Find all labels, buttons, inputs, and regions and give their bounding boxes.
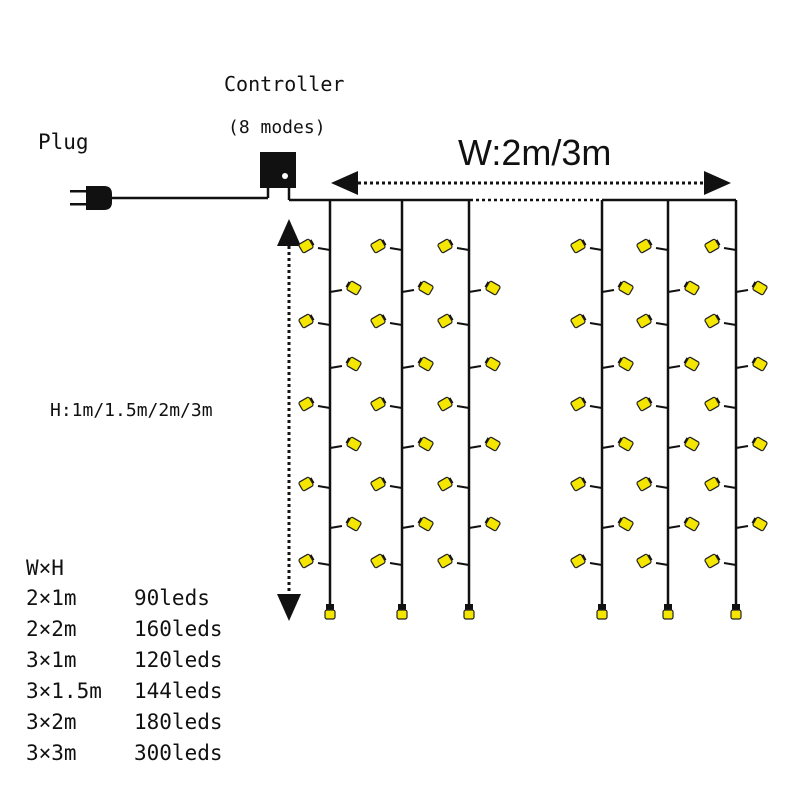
led-bulb-icon	[636, 238, 669, 254]
led-bulb-icon	[329, 436, 362, 452]
size-row: 2×1m 90leds	[26, 583, 223, 614]
led-bulb-icon	[735, 280, 768, 296]
end-bulb-icon	[463, 604, 475, 620]
controller-box	[260, 152, 296, 188]
plug-icon	[70, 186, 112, 210]
led-bulb-icon	[636, 396, 669, 412]
led-bulb-icon	[401, 436, 434, 452]
led-bulb-icon	[667, 436, 700, 452]
led-bulb-icon	[298, 553, 331, 569]
led-bulb-icon	[329, 280, 362, 296]
led-count: 120leds	[134, 648, 223, 672]
led-bulb-icon	[704, 313, 737, 329]
led-bulb-icon	[704, 238, 737, 254]
led-bulb-icon	[437, 553, 470, 569]
led-bulb-icon	[704, 476, 737, 492]
led-bulb-icon	[636, 553, 669, 569]
led-bulb-icon	[735, 356, 768, 372]
led-bulb-icon	[667, 280, 700, 296]
led-bulb-icon	[570, 476, 603, 492]
controller-modes-label: (8 modes)	[228, 117, 326, 138]
end-bulb-icon	[662, 604, 674, 620]
size-row: 3×3m 300leds	[26, 738, 223, 769]
led-bulb-icon	[636, 476, 669, 492]
led-bulb-icon	[329, 516, 362, 532]
led-bulb-icon	[735, 516, 768, 532]
led-bulb-icon	[704, 396, 737, 412]
led-bulb-icon	[570, 313, 603, 329]
led-count: 90leds	[134, 586, 210, 610]
led-count: 144leds	[134, 679, 223, 703]
led-bulb-icon	[370, 553, 403, 569]
led-bulb-icon	[468, 516, 501, 532]
led-bulb-icon	[370, 313, 403, 329]
led-bulb-icon	[437, 476, 470, 492]
led-bulb-icon	[298, 396, 331, 412]
led-bulb-icon	[370, 238, 403, 254]
led-bulb-icon	[468, 280, 501, 296]
size-table-header: W×H	[26, 556, 64, 580]
led-bulb-icon	[370, 396, 403, 412]
led-bulb-icon	[601, 356, 634, 372]
led-bulb-icon	[468, 356, 501, 372]
end-bulb-icon	[596, 604, 608, 620]
led-bulb-icon	[570, 238, 603, 254]
led-count: 160leds	[134, 617, 223, 641]
size-row: 3×2m 180leds	[26, 707, 223, 738]
led-bulb-icon	[601, 280, 634, 296]
led-bulb-icon	[570, 396, 603, 412]
led-bulb-icon	[437, 238, 470, 254]
size-row: 2×2m 160leds	[26, 614, 223, 645]
size-value: 3×2m	[26, 710, 77, 734]
height-label: H:1m/1.5m/2m/3m	[50, 400, 213, 421]
led-bulb-icon	[667, 516, 700, 532]
led-bulb-icon	[601, 516, 634, 532]
size-value: 3×1.5m	[26, 679, 102, 703]
led-bulb-icon	[401, 356, 434, 372]
led-bulb-icon	[370, 476, 403, 492]
led-bulb-icon	[401, 280, 434, 296]
size-row: 3×1.5m 144leds	[26, 676, 223, 707]
end-bulb-icon	[730, 604, 742, 620]
led-bulb-icon	[570, 553, 603, 569]
controller-label: Controller	[224, 72, 345, 96]
led-bulb-icon	[401, 516, 434, 532]
plug-label: Plug	[38, 130, 89, 154]
led-bulb-icon	[329, 356, 362, 372]
size-value: 3×3m	[26, 741, 77, 765]
size-row: 3×1m 120leds	[26, 645, 223, 676]
led-bulb-icon	[636, 313, 669, 329]
led-bulb-icon	[298, 238, 331, 254]
led-bulb-icon	[667, 356, 700, 372]
led-count: 300leds	[134, 741, 223, 765]
led-bulb-icon	[298, 313, 331, 329]
led-bulb-icon	[298, 476, 331, 492]
led-bulb-icon	[601, 436, 634, 452]
led-bulb-icon	[704, 553, 737, 569]
size-value: 2×1m	[26, 586, 77, 610]
end-bulb-icon	[396, 604, 408, 620]
led-bulb-icon	[468, 436, 501, 452]
end-bulb-icon	[324, 604, 336, 620]
led-bulb-icon	[735, 436, 768, 452]
size-value: 3×1m	[26, 648, 77, 672]
width-label: W:2m/3m	[458, 132, 612, 173]
led-count: 180leds	[134, 710, 223, 734]
led-bulb-icon	[437, 313, 470, 329]
size-table: W×H 2×1m 90leds 2×2m 160leds 3×1m 120led…	[26, 553, 223, 769]
light-strands	[298, 200, 768, 620]
led-bulb-icon	[437, 396, 470, 412]
size-value: 2×2m	[26, 617, 77, 641]
